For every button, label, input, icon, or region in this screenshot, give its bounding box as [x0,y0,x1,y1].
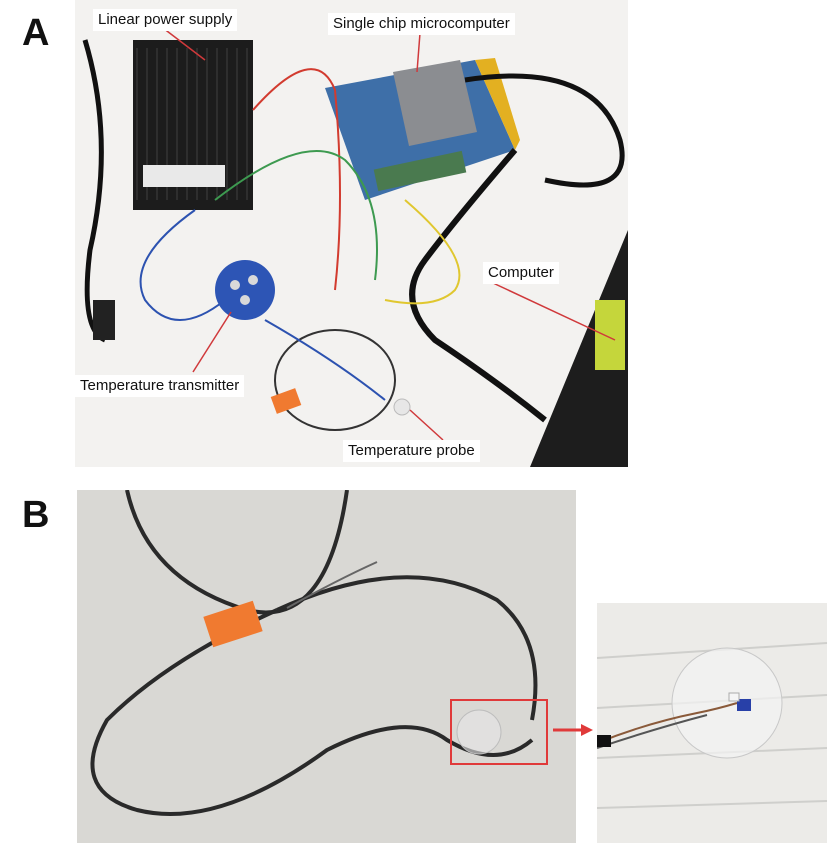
label-temperature-transmitter: Temperature transmitter [75,375,245,397]
temperature-transmitter [215,260,275,320]
probe-photo [77,490,576,843]
panel-a-letter: A [22,12,50,54]
label-linear-power-supply: Linear power supply [93,9,238,31]
label-single-chip-microcomputer: Single chip microcomputer [328,13,515,35]
label-temperature-probe: Temperature probe [343,440,480,462]
mcu-board [325,58,520,200]
probe-zoom-photo [597,603,827,843]
label-computer: Computer [483,262,559,284]
probe-photo-drawing [90,490,548,816]
probe-zoom-drawing [597,642,827,809]
callout-lines [162,27,616,441]
setup-photo-drawing [82,27,628,467]
zoom-arrow-icon [553,724,593,736]
panel-b-letter: B [22,494,50,536]
zoom-box [450,699,548,765]
power-supply-unit [133,40,253,210]
